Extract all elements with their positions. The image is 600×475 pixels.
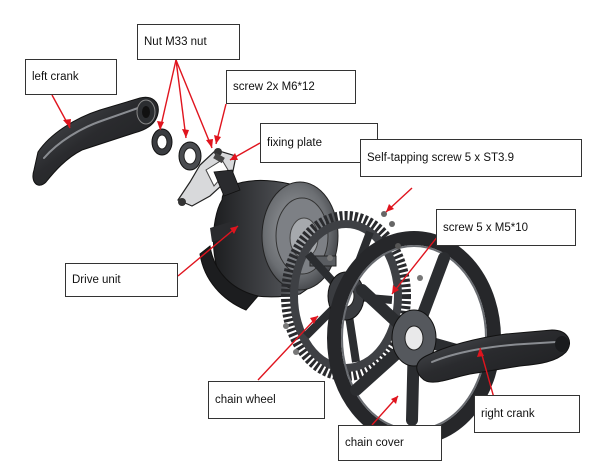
left-crank-part (32, 96, 159, 186)
nut-m33-part (151, 128, 202, 171)
label-screw-m6: screw 2x M6*12 (226, 70, 356, 104)
arrow-heads (63, 119, 484, 404)
label-screw-m5: screw 5 x M5*10 (436, 209, 576, 246)
arrow-chain-wheel (257, 315, 319, 381)
label-nut-m33: Nut M33 nut (137, 24, 240, 60)
label-chain-cover: chain cover (338, 425, 442, 461)
arrow-nut-2 (175, 59, 187, 139)
chain-cover-part (327, 231, 501, 445)
arrow-nut-3 (175, 59, 213, 149)
label-fixing-plate: fixing plate (260, 123, 378, 163)
small-screws (283, 211, 423, 355)
arrow-screw-m5 (391, 235, 439, 295)
label-chain-wheel: chain wheel (208, 381, 325, 419)
right-crank-part (416, 329, 570, 383)
arrow-nut-1 (159, 59, 177, 131)
arrow-right-crank (479, 347, 495, 399)
label-right-crank: right crank (474, 395, 580, 433)
label-left-crank: left crank (25, 59, 117, 95)
label-self-tapping-screw: Self-tapping screw 5 x ST3.9 (360, 139, 582, 177)
label-drive-unit: Drive unit (65, 263, 178, 297)
arrow-drive-unit (177, 225, 239, 277)
